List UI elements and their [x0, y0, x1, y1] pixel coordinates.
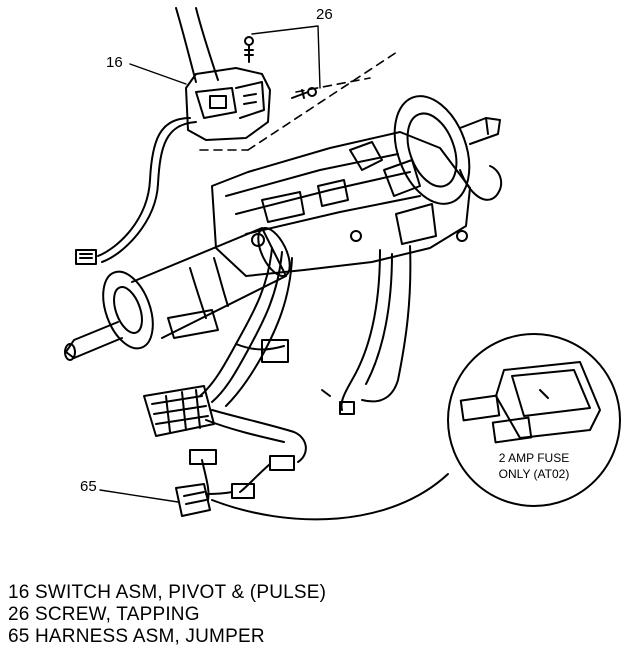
- legend-item-26: 26 SCREW, TAPPING: [8, 604, 200, 625]
- lower-flange: [64, 270, 219, 361]
- steering-column-diagram: [64, 7, 621, 521]
- parts-legend: 16 SWITCH ASM, PIVOT & (PULSE) 26 SCREW,…: [8, 582, 608, 648]
- fuse-detail-label: 2 AMP FUSE ONLY (AT02): [464, 450, 604, 482]
- callout-26: 26: [316, 6, 333, 23]
- column-upper-end: [393, 95, 503, 205]
- leader-lines: [99, 25, 321, 503]
- main-connector: [143, 385, 215, 437]
- callout-65: 65: [80, 478, 97, 495]
- fuse-detail: [211, 333, 621, 521]
- fuse-label-line-2: ONLY (AT02): [498, 467, 570, 481]
- switch-wire-lead: [75, 117, 197, 265]
- legend-item-16: 16 SWITCH ASM, PIVOT & (PULSE): [8, 582, 327, 603]
- callout-16: 16: [106, 54, 123, 71]
- phantom-lines: [199, 49, 401, 151]
- wire-harness: [199, 245, 412, 415]
- column-housing: [211, 131, 471, 277]
- pivot-pulse-switch: [185, 67, 271, 141]
- legend-item-65: 65 HARNESS ASM, JUMPER: [8, 626, 265, 647]
- jumper-harness: [175, 409, 307, 517]
- fuse-label-line-1: 2 AMP FUSE: [498, 451, 570, 465]
- tapping-screws: [244, 36, 317, 99]
- jacket-tube: [131, 227, 291, 339]
